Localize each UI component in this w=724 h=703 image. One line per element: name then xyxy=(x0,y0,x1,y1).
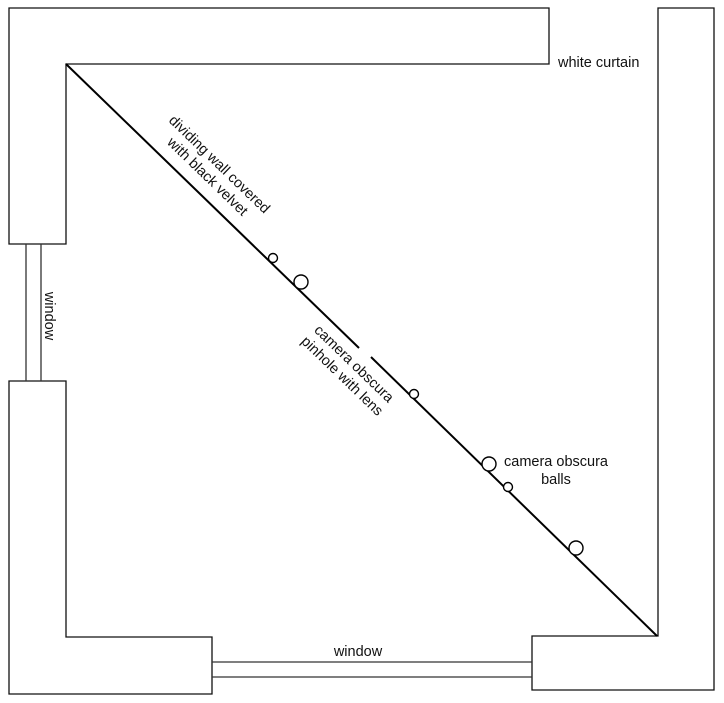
camera-obscura-ball xyxy=(502,481,514,493)
top-left-wall xyxy=(8,7,550,245)
camera-obscura-ball xyxy=(568,540,584,556)
camera-obscura-ball xyxy=(267,252,279,264)
camera-obscura-ball xyxy=(408,388,420,400)
bottom-left-wall xyxy=(8,380,213,695)
white-curtain-label: white curtain xyxy=(557,55,639,71)
right-wall xyxy=(531,7,715,691)
camera-obscura-ball xyxy=(293,274,309,290)
left-window-label: window xyxy=(41,291,57,341)
balls-label: camera obscura xyxy=(504,454,609,470)
camera-obscura-ball xyxy=(481,456,497,472)
dividing-wall-label: dividing wall covered xyxy=(165,113,272,217)
balls-label: balls xyxy=(541,472,571,488)
bottom-window-label: window xyxy=(333,644,383,660)
dividing-wall-lower xyxy=(370,356,658,637)
dividing-wall-upper xyxy=(65,63,360,349)
